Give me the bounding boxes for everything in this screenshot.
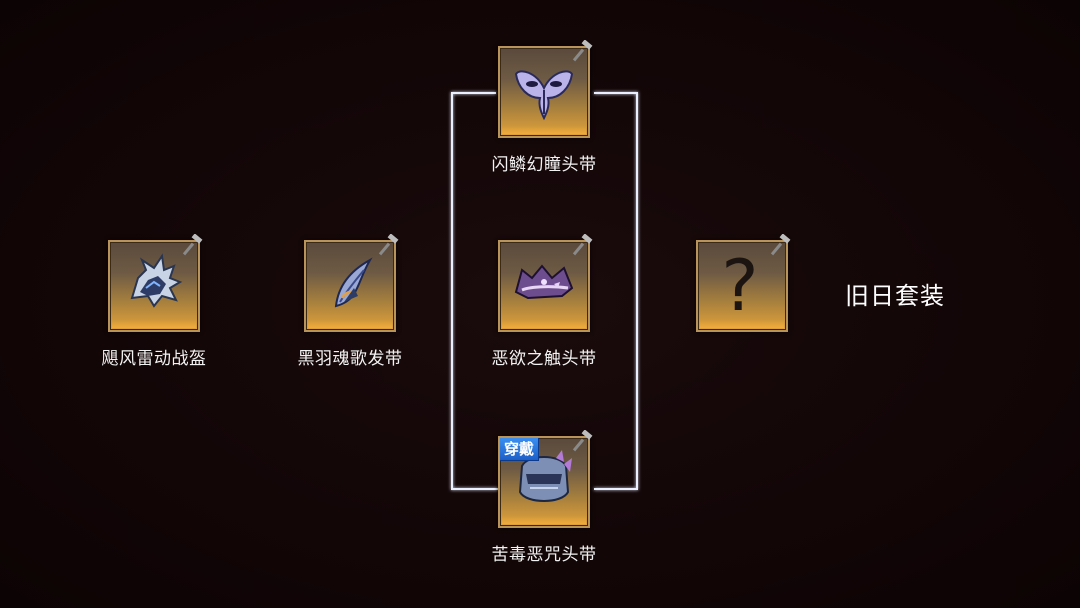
butterfly-mask-icon bbox=[514, 70, 574, 121]
item-tile bbox=[696, 240, 788, 332]
hammer-icon bbox=[572, 234, 593, 256]
item-node-feather-headband[interactable]: 黑羽魂歌发带 bbox=[298, 234, 402, 369]
equipped-badge: 穿戴 bbox=[500, 438, 540, 461]
item-name-label: 黑羽魂歌发带 bbox=[297, 349, 403, 369]
item-name-label: 恶欲之触头带 bbox=[491, 349, 597, 369]
hammer-icon bbox=[572, 40, 593, 62]
purple-crown-icon bbox=[514, 264, 574, 300]
hammer-icon bbox=[182, 234, 203, 256]
item-tile bbox=[498, 46, 590, 138]
item-name-label: 苦毒恶咒头带 bbox=[491, 545, 597, 565]
item-node-butterfly-mask[interactable]: 闪鳞幻瞳头带 bbox=[492, 40, 596, 175]
item-name-label: 飓风雷动战盔 bbox=[101, 349, 207, 369]
set-name-label: 旧日套装 bbox=[845, 282, 945, 310]
hammer-icon bbox=[770, 234, 791, 256]
item-node-armored-visor[interactable]: 穿戴 苦毒恶咒头带 bbox=[492, 430, 596, 565]
spiked-helmet-icon bbox=[130, 253, 183, 308]
question-mark-icon: ? bbox=[721, 245, 759, 327]
item-node-unknown[interactable]: ? bbox=[696, 234, 791, 332]
item-name-label: 闪鳞幻瞳头带 bbox=[491, 155, 597, 175]
item-node-helmet[interactable]: 飓风雷动战盔 bbox=[102, 234, 206, 369]
hammer-icon bbox=[378, 234, 399, 256]
feather-headband-icon bbox=[334, 257, 373, 308]
hammer-icon bbox=[572, 430, 593, 452]
item-node-purple-crown[interactable]: 恶欲之触头带 bbox=[492, 234, 596, 369]
